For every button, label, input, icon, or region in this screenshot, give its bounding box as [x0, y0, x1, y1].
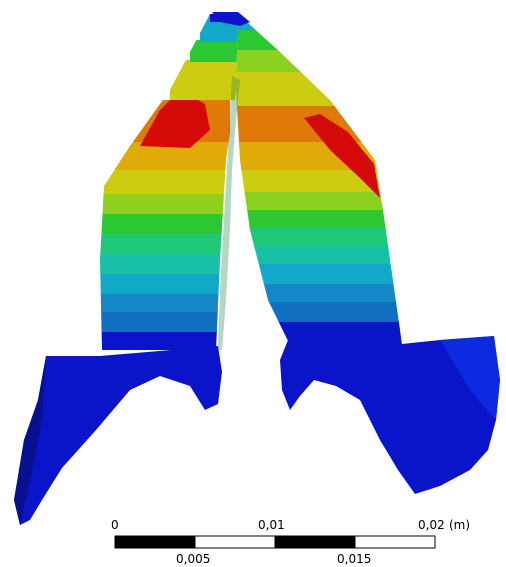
right-blade-base-highlight: [440, 336, 500, 420]
left-blade-base-shadow: [14, 356, 46, 525]
scale-label-top-0: 0: [111, 518, 119, 532]
left-blade-base: [14, 346, 222, 525]
scale-label-top-2: 0,02: [418, 518, 445, 532]
right-blade-base: [280, 336, 500, 494]
scale-label-bottom-0: 0,005: [176, 552, 211, 566]
scale-unit: (m): [449, 518, 471, 532]
right-blade-contours: [236, 14, 402, 345]
center-gap: [218, 76, 240, 350]
scale-label-bottom-1: 0,015: [337, 552, 372, 566]
top-tip: [212, 12, 250, 26]
scale-label-top-1: 0,01: [258, 518, 285, 532]
